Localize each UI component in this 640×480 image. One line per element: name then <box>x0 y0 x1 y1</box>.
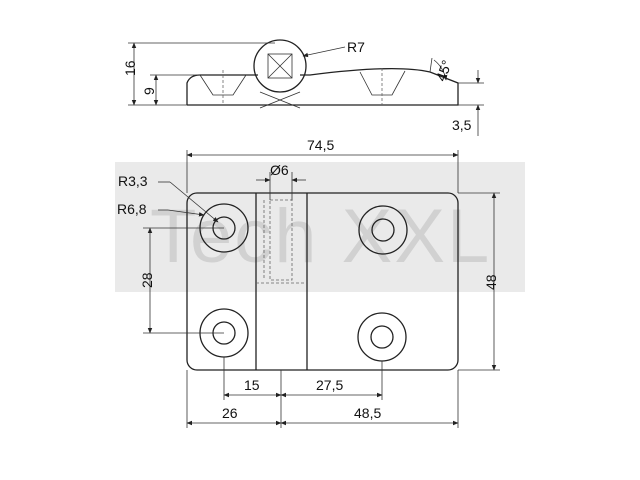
hole-top-right <box>358 205 408 255</box>
dim-27-5-label: 27,5 <box>316 377 343 393</box>
watermark-text: Tech XXL <box>150 194 491 279</box>
dim-48-5-label: 48,5 <box>354 405 381 421</box>
side-view-dimensions: 16 9 R7 45° 3,5 <box>122 39 484 136</box>
hole-bottom-right <box>357 312 407 362</box>
dim-r3-3-label: R3,3 <box>118 173 148 189</box>
dim-r7-label: R7 <box>347 39 365 55</box>
side-view <box>186 39 459 109</box>
dim-16-label: 16 <box>122 60 138 76</box>
dim-r6-8-label: R6,8 <box>117 201 147 217</box>
dim-15-label: 15 <box>244 377 260 393</box>
dim-48-label: 48 <box>483 274 499 290</box>
dim-74-5-label: 74,5 <box>307 137 334 153</box>
dim-26-label: 26 <box>222 405 238 421</box>
dim-45-label: 45° <box>433 58 455 83</box>
dim-28-label: 28 <box>139 272 155 288</box>
dim-9-label: 9 <box>141 87 157 95</box>
dim-3-5-label: 3,5 <box>452 117 472 133</box>
watermark: Tech XXL <box>115 162 525 292</box>
dim-o6-label: Ø6 <box>270 162 289 178</box>
front-view <box>186 192 459 371</box>
front-view-dimensions: 74,5 Ø6 R3,3 R6,8 28 48 15 <box>117 137 500 428</box>
